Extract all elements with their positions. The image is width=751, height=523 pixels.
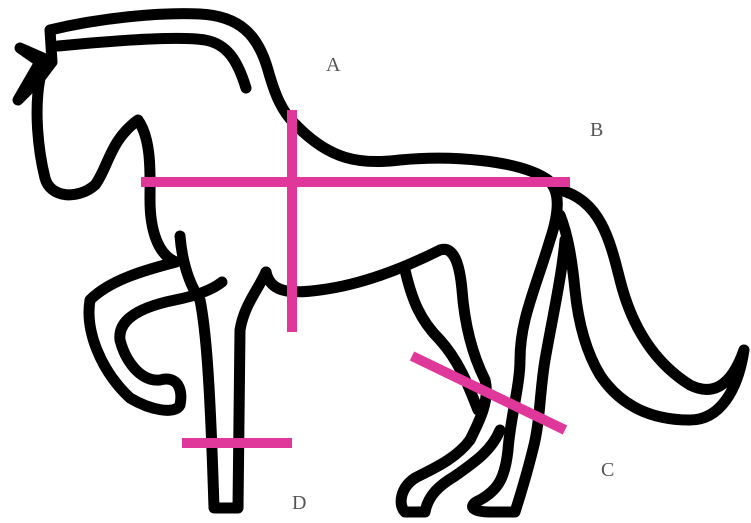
horse-tail-outline [560,190,744,420]
horse-head-outline [37,78,222,410]
label-c: C [601,460,614,480]
horse-mane-line [50,14,296,125]
horse-mane-inner-line [58,38,246,88]
label-d: D [292,493,306,513]
label-b: B [590,120,603,140]
label-a: A [326,55,340,75]
